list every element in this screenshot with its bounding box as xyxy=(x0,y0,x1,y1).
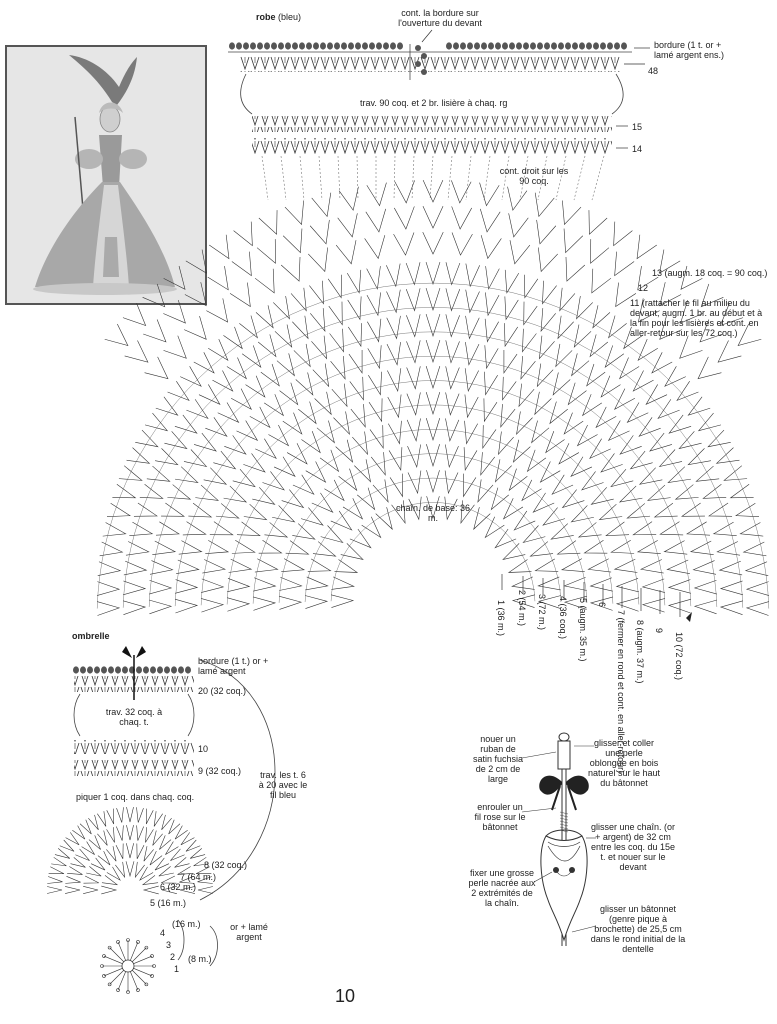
umbrella-row-5-label: 5 (16 m.) xyxy=(150,898,186,908)
fan-row-10: 10 (72 coq.) xyxy=(674,632,684,680)
base-chain-label: chaîn. de base: 36 m. xyxy=(395,503,471,523)
umbrella-row-6-label: 6 (32 m.) xyxy=(160,882,196,892)
umbrella-row-4-label: 4 xyxy=(160,928,165,938)
dress-straight-note: cont. droit sur les 90 coq. xyxy=(496,166,572,186)
umbrella-row-9-label: 9 (32 coq.) xyxy=(198,766,241,776)
dress-work-note: trav. 90 coq. et 2 br. lisière à chaq. r… xyxy=(360,98,507,108)
umbrella-row-7-label: 7 (64 m.) xyxy=(180,872,216,882)
dress-rows-11-13 xyxy=(105,180,762,379)
umbrella-16m-label: (16 m.) xyxy=(172,919,201,929)
stick-note: glisser un bâtonnet (genre pique à broch… xyxy=(588,904,688,954)
fan-row-4: 4 (36 coq.) xyxy=(558,596,568,639)
wrap-note: enrouler un fil rose sur le bâtonnet xyxy=(474,802,526,832)
umbrella-side-note: trav. les t. 6 à 20 avec le fil bleu xyxy=(258,770,308,800)
fan-row-1: 1 (36 m.) xyxy=(496,600,506,636)
dress-row-12-label: 12 xyxy=(638,283,648,293)
glue-note: glisser et coller une perle oblongue en … xyxy=(586,738,662,788)
dress-title: robe (bleu) xyxy=(256,12,301,22)
umbrella-border-note: bordure (1 t.) or + lamé argent xyxy=(198,656,290,676)
fan-row-6: 6 xyxy=(597,602,607,607)
dress-row-15-label: 15 xyxy=(632,122,642,132)
fan-row-9: 9 xyxy=(654,628,664,633)
dress-row-15 xyxy=(252,116,612,132)
umbrella-row-1-label: 1 xyxy=(174,964,179,974)
umbrella-prick-note: piquer 1 coq. dans chaq. coq. xyxy=(76,792,194,802)
pearl-note: fixer une grosse perle nacrée aux 2 extr… xyxy=(468,868,536,908)
ribbon-note: nouer un ruban de satin fuchsia de 2 cm … xyxy=(470,734,526,784)
dress-row-48-label: 48 xyxy=(648,66,658,76)
fan-row-5: 5 (augm. 35 m.) xyxy=(578,598,588,662)
front-border-note: cont. la bordure sur l'ouverture du deva… xyxy=(392,8,488,28)
dress-row-14-label: 14 xyxy=(632,144,642,154)
parasol-assembly-drawing xyxy=(539,733,589,946)
dress-border-note: bordure (1 t. or + lamé argent ens.) xyxy=(654,40,728,60)
umbrella-work-note: trav. 32 coq. à chaq. t. xyxy=(94,707,174,727)
umbrella-row-20-label: 20 (32 coq.) xyxy=(198,686,246,696)
page-number: 10 xyxy=(330,986,360,1007)
dress-row-13-label: 13 (augm. 18 coq. = 90 coq.) xyxy=(652,268,767,278)
umbrella-row-3-label: 3 xyxy=(166,940,171,950)
dress-row-11-label: 11 (rattacher le fil au milieu du devant… xyxy=(630,298,768,338)
umbrella-row-2-label: 2 xyxy=(170,952,175,962)
fan-row-3: 3 (72 m.) xyxy=(537,594,547,630)
umbrella-gold-note: or + lamé argent xyxy=(222,922,276,942)
dress-border-row xyxy=(228,42,632,52)
umbrella-title: ombrelle xyxy=(72,631,110,641)
fan-row-8: 8 (augm. 37 m.) xyxy=(635,620,645,684)
umbrella-center-motif xyxy=(101,939,156,994)
umbrella-8m-label: (8 m.) xyxy=(188,954,212,964)
umbrella-row-10-label: 10 xyxy=(198,744,208,754)
chain-note: glisser une chaîn. (or + argent) de 32 c… xyxy=(590,822,676,872)
dress-row-14 xyxy=(252,138,612,154)
umbrella-row-8-label: 8 (32 coq.) xyxy=(204,860,247,870)
dress-row-48 xyxy=(240,56,620,72)
fan-row-2: 2 (54 m.) xyxy=(517,590,527,626)
